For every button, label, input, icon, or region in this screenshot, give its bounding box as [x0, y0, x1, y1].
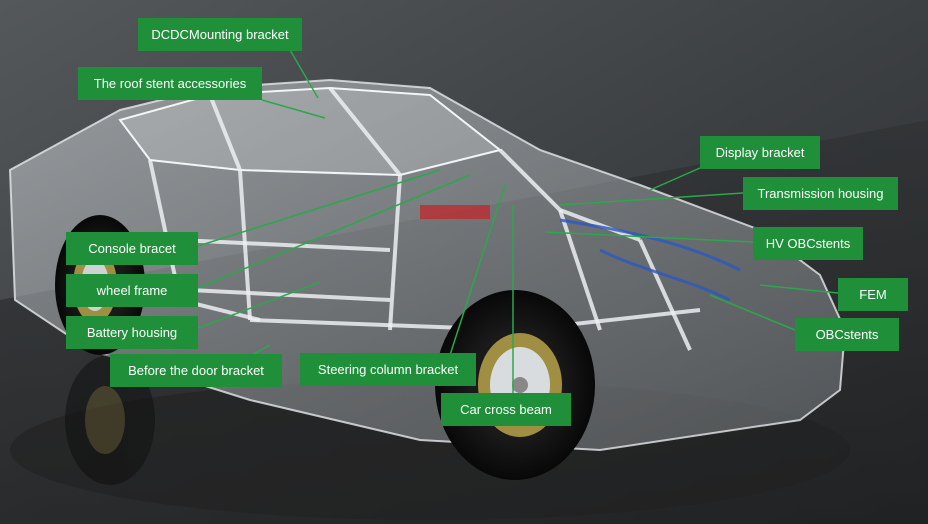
- label-dcdc-mounting-bracket: DCDCMounting bracket: [138, 18, 302, 51]
- label-obcstents: OBCstents: [795, 318, 899, 351]
- roll-cage: [148, 86, 701, 351]
- label-fem: FEM: [838, 278, 908, 311]
- label-hv-obcstents: HV OBCstents: [753, 227, 863, 260]
- callout-lines: [197, 49, 839, 393]
- label-battery-housing: Battery housing: [66, 316, 198, 349]
- label-car-cross-beam: Car cross beam: [441, 393, 571, 426]
- label-before-door-bracket: Before the door bracket: [110, 354, 282, 387]
- label-roof-stent-accessories: The roof stent accessories: [78, 67, 262, 100]
- red-component: [420, 205, 490, 219]
- label-console-bracet: Console bracet: [66, 232, 198, 265]
- label-wheel-frame: wheel frame: [66, 274, 198, 307]
- label-transmission-housing: Transmission housing: [743, 177, 898, 210]
- label-steering-column-bracket: Steering column bracket: [300, 353, 476, 386]
- rear-wheel-reflection: [65, 355, 155, 485]
- label-display-bracket: Display bracket: [700, 136, 820, 169]
